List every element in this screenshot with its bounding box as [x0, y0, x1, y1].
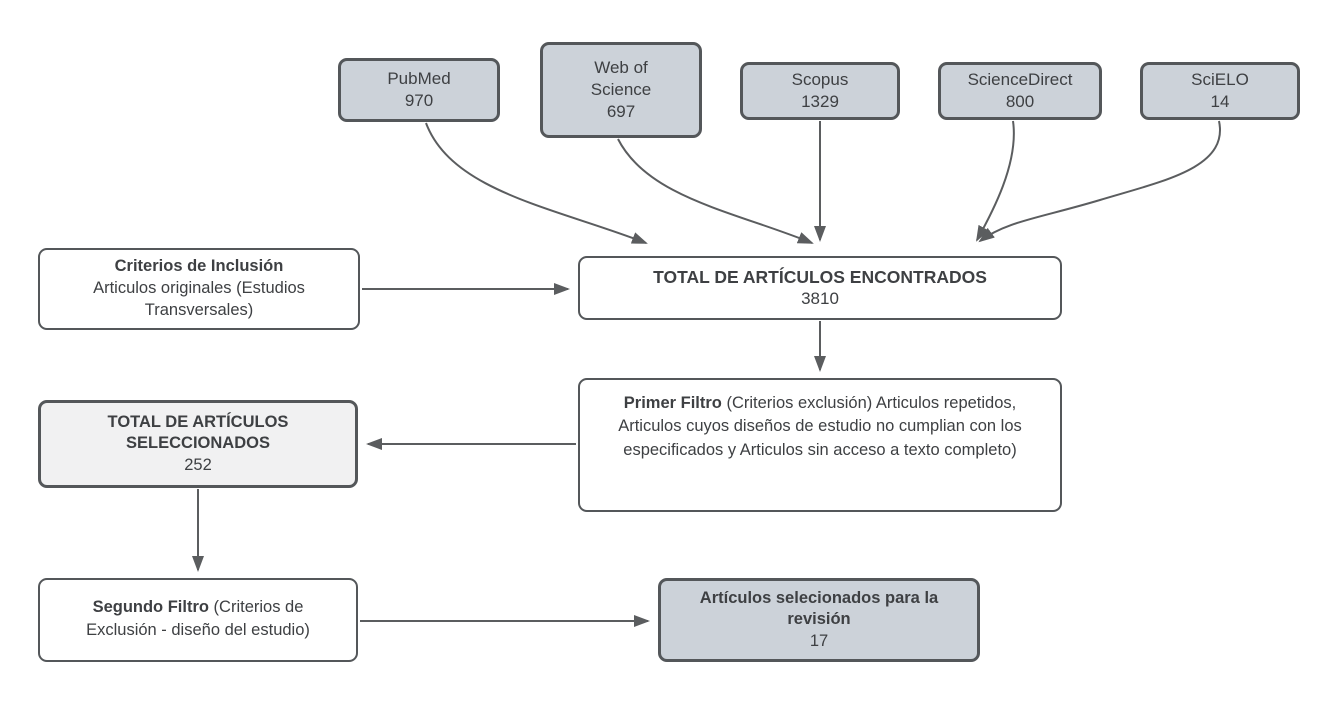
- total-found-title: TOTAL DE ARTÍCULOS ENCONTRADOS: [653, 266, 987, 287]
- source-box-web-of-science: Web of Science 697: [540, 42, 702, 138]
- first-filter-lead: Primer Filtro: [623, 394, 722, 412]
- arrow-sciencedirect-to-total: [976, 120, 1015, 242]
- source-count: 14: [1210, 92, 1230, 111]
- selected-for-review-title: Artículos selecionados para la revisión: [699, 588, 939, 629]
- total-found-box: TOTAL DE ARTÍCULOS ENCONTRADOS 3810: [578, 256, 1062, 320]
- source-box-scielo: SciELO 14: [1140, 62, 1300, 120]
- arrow-pubmed-to-total: [425, 122, 648, 244]
- total-selected-box: TOTAL DE ARTÍCULOS SELECCIONADOS 252: [38, 400, 358, 488]
- source-box-pubmed: PubMed 970: [338, 58, 500, 122]
- selected-for-review-count: 17: [809, 631, 829, 650]
- inclusion-criteria-body: Articulos originales (Estudios Transvers…: [93, 279, 305, 319]
- source-count: 697: [606, 102, 636, 122]
- source-box-sciencedirect: ScienceDirect 800: [938, 62, 1102, 120]
- total-selected-count: 252: [184, 455, 212, 474]
- arrow-wos-to-total: [617, 138, 814, 244]
- total-found-count: 3810: [801, 289, 839, 309]
- source-box-scopus: Scopus 1329: [740, 62, 900, 120]
- first-filter-rest: (Criterios exclusión) Articulos repetido…: [618, 394, 1022, 459]
- inclusion-criteria-title: Criterios de Inclusión: [114, 257, 284, 276]
- source-count: 1329: [801, 92, 839, 111]
- source-name: ScienceDirect: [967, 69, 1073, 89]
- second-filter-rest: (Criterios de Exclusión - diseño del est…: [86, 598, 310, 640]
- source-name: Scopus: [791, 69, 849, 89]
- source-name: PubMed: [387, 68, 451, 88]
- selected-for-review-box: Artículos selecionados para la revisión …: [658, 578, 980, 662]
- second-filter-box: Segundo Filtro (Criterios de Exclusión -…: [38, 578, 358, 662]
- total-selected-title: TOTAL DE ARTÍCULOS SELECCIONADOS: [107, 412, 289, 453]
- source-name: Web of Science: [590, 57, 652, 99]
- source-count: 970: [404, 91, 434, 110]
- inclusion-criteria-box: Criterios de Inclusión Articulos origina…: [38, 248, 360, 330]
- arrow-scielo-to-total: [978, 120, 1222, 243]
- source-count: 800: [1005, 92, 1035, 111]
- second-filter-lead: Segundo Filtro: [92, 598, 209, 616]
- first-filter-box: Primer Filtro (Criterios exclusión) Arti…: [578, 378, 1062, 512]
- source-name: SciELO: [1191, 69, 1249, 89]
